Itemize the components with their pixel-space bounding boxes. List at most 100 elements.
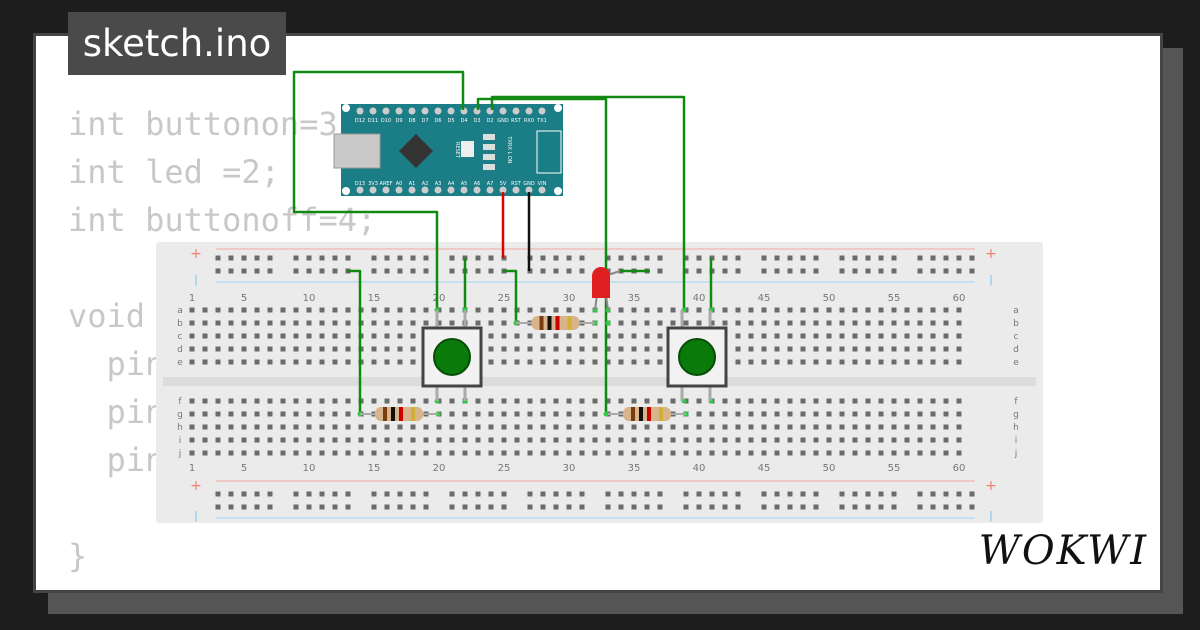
breadboard-hole (787, 320, 793, 326)
rail-hole (735, 255, 741, 261)
connection-point (605, 320, 611, 326)
breadboard-hole (787, 450, 793, 456)
breadboard-hole (852, 424, 858, 430)
breadboard-hole (345, 450, 351, 456)
breadboard-hole (709, 424, 715, 430)
breadboard-hole (189, 437, 195, 443)
pin-label: D2 (486, 118, 493, 124)
breadboard-hole (930, 437, 936, 443)
resistor-band (631, 407, 635, 421)
rail-hole (605, 255, 611, 261)
breadboard-hole (540, 411, 546, 417)
breadboard-hole (241, 450, 247, 456)
rail-hole (709, 504, 715, 510)
breadboard-hole (891, 333, 897, 339)
breadboard-hole (397, 333, 403, 339)
breadboard-hole (800, 424, 806, 430)
breadboard-hole (540, 450, 546, 456)
rail-hole (969, 504, 975, 510)
rail-hole (891, 491, 897, 497)
breadboard-hole (410, 346, 416, 352)
rail-hole (332, 504, 338, 510)
breadboard-hole (917, 320, 923, 326)
breadboard-hole (384, 450, 390, 456)
breadboard-hole (319, 398, 325, 404)
breadboard-hole (267, 424, 273, 430)
rail-hole (878, 504, 884, 510)
breadboard-hole (514, 450, 520, 456)
breadboard-hole (696, 398, 702, 404)
rail-hole (566, 268, 572, 274)
breadboard-hole (241, 359, 247, 365)
column-label: 10 (303, 463, 316, 474)
reset-button (461, 141, 474, 157)
rail-hole (644, 491, 650, 497)
breadboard-hole (813, 346, 819, 352)
breadboard-hole (293, 320, 299, 326)
breadboard-hole (852, 307, 858, 313)
rail-hole (605, 504, 611, 510)
breadboard-hole (566, 398, 572, 404)
breadboard-hole (904, 450, 910, 456)
status-led (483, 134, 495, 140)
breadboard-hole (527, 424, 533, 430)
breadboard-hole (839, 411, 845, 417)
pin-D8 (408, 107, 416, 115)
breadboard-hole (787, 437, 793, 443)
breadboard-hole (787, 411, 793, 417)
rail-hole (891, 504, 897, 510)
breadboard-hole (488, 450, 494, 456)
breadboard-hole (319, 333, 325, 339)
breadboard-hole (332, 359, 338, 365)
breadboard-hole (904, 424, 910, 430)
breadboard-hole (891, 307, 897, 313)
rail-hole (865, 504, 871, 510)
breadboard-hole (371, 424, 377, 430)
breadboard-hole (826, 320, 832, 326)
pin-label: RST (511, 118, 522, 124)
breadboard-hole (865, 411, 871, 417)
breadboard-hole (280, 320, 286, 326)
rail-hole (384, 255, 390, 261)
breadboard-hole (748, 437, 754, 443)
rail-hole (930, 504, 936, 510)
column-label: 5 (241, 463, 247, 474)
breadboard-hole (748, 359, 754, 365)
breadboard-hole (423, 437, 429, 443)
breadboard-hole (943, 307, 949, 313)
breadboard-hole (826, 437, 832, 443)
rail-hole (839, 504, 845, 510)
rail-hole (449, 491, 455, 497)
breadboard-hole (813, 437, 819, 443)
breadboard-hole (930, 333, 936, 339)
rail-hole (306, 504, 312, 510)
breadboard-hole (293, 450, 299, 456)
breadboard-hole (631, 307, 637, 313)
breadboard-hole (670, 398, 676, 404)
rail-hole (215, 268, 221, 274)
breadboard-hole (852, 320, 858, 326)
breadboard-hole (215, 307, 221, 313)
pin-GND (525, 186, 533, 194)
column-label: 30 (563, 293, 576, 304)
resistor-band (383, 407, 387, 421)
rail-hole (709, 491, 715, 497)
breadboard-hole (696, 307, 702, 313)
breadboard-hole (488, 411, 494, 417)
breadboard-hole (332, 333, 338, 339)
breadboard-hole (280, 359, 286, 365)
rail-hole (488, 504, 494, 510)
breadboard-hole (748, 320, 754, 326)
rail-hole (553, 255, 559, 261)
rail-hole (644, 504, 650, 510)
rail-hole (813, 255, 819, 261)
breadboard-hole (709, 320, 715, 326)
rail-hole (696, 255, 702, 261)
rail-hole (917, 504, 923, 510)
breadboard-hole (826, 333, 832, 339)
breadboard-hole (865, 320, 871, 326)
breadboard-hole (943, 437, 949, 443)
row-label: i (1015, 436, 1018, 446)
resistor-band (639, 407, 643, 421)
rail-hole (475, 268, 481, 274)
